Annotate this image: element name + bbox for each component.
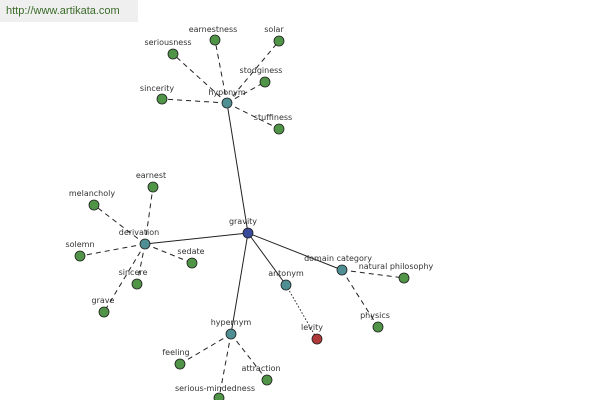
node-earnest-dot[interactable] [147, 181, 159, 193]
node-attraction-dot[interactable] [261, 374, 273, 386]
graph-edges [79, 39, 405, 399]
node-antonym[interactable]: antonym [268, 269, 304, 291]
node-natural-philosophy-label: natural philosophy [359, 262, 434, 271]
node-hypernym-dot[interactable] [225, 328, 237, 340]
node-solemn-label: solemn [65, 240, 94, 249]
node-grave-dot[interactable] [98, 306, 110, 318]
node-serious-mindedness[interactable]: serious-mindedness [175, 384, 255, 400]
node-physics-label: physics [360, 311, 390, 320]
node-serious-mindedness-label: serious-mindedness [175, 384, 255, 393]
edge-gravity-domain-category [247, 232, 343, 271]
edge-domain-category-natural-philosophy [341, 269, 405, 279]
graph-nodes: seriousness earnestness solar stodginess stu… [65, 25, 434, 400]
node-domain-category-dot[interactable] [336, 264, 348, 276]
edge-gravity-hypernym [230, 232, 249, 335]
node-sedate-dot[interactable] [186, 257, 198, 269]
edge-gravity-antonym [247, 232, 287, 286]
edge-hyponym-stodginess [226, 81, 266, 104]
node-earnestness-label: earnestness [189, 25, 238, 34]
node-derivation[interactable]: derivation [119, 228, 159, 250]
edge-derivation-earnest [144, 186, 154, 245]
node-levity-label: levity [301, 323, 323, 332]
node-attraction-label: attraction [241, 364, 280, 373]
node-gravity-label: gravity [229, 217, 257, 226]
node-solar-label: solar [264, 25, 284, 34]
node-physics-dot[interactable] [372, 321, 384, 333]
node-natural-philosophy-dot[interactable] [398, 272, 410, 284]
node-stuffiness[interactable]: stuffiness [254, 113, 292, 135]
node-earnest-label: earnest [136, 171, 166, 180]
edge-hypernym-serious-mindedness [218, 333, 232, 399]
node-gravity[interactable]: gravity [229, 217, 257, 239]
node-solar[interactable]: solar [264, 25, 285, 47]
edge-hyponym-sincerity [161, 98, 228, 104]
edge-hypernym-feeling [179, 333, 232, 365]
node-sedate-label: sedate [177, 247, 204, 256]
node-seriousness[interactable]: seriousness [144, 38, 192, 60]
node-hyponym-dot[interactable] [221, 97, 233, 109]
node-antonym-dot[interactable] [280, 279, 292, 291]
node-gravity-dot[interactable] [242, 227, 254, 239]
node-derivation-dot[interactable] [139, 238, 151, 250]
edge-hyponym-seriousness [172, 53, 228, 104]
node-sincerity[interactable]: sincerity [140, 84, 174, 105]
node-stodginess[interactable]: stodginess [240, 66, 283, 88]
node-stodginess-label: stodginess [240, 66, 283, 75]
node-sincerity-dot[interactable] [156, 93, 168, 105]
node-hyponym-label: hyponym [208, 88, 246, 97]
node-hypernym[interactable]: hypernym [211, 318, 252, 340]
node-melancholy[interactable]: melancholy [69, 189, 115, 211]
node-sincere[interactable]: sincere [119, 268, 148, 290]
node-stuffiness-label: stuffiness [254, 113, 292, 122]
node-antonym-label: antonym [268, 269, 304, 278]
source-url-banner[interactable]: http://www.artikata.com [0, 0, 138, 22]
node-seriousness-dot[interactable] [167, 48, 179, 60]
node-feeling-label: feeling [162, 348, 189, 357]
node-earnestness[interactable]: earnestness [189, 25, 238, 46]
node-domain-category[interactable]: domain category [304, 254, 372, 276]
node-feeling-dot[interactable] [174, 358, 186, 370]
node-melancholy-label: melancholy [69, 189, 115, 198]
node-solemn[interactable]: solemn [65, 240, 95, 262]
edge-gravity-hyponym [226, 102, 249, 234]
node-stuffiness-dot[interactable] [273, 123, 285, 135]
node-solar-dot[interactable] [273, 35, 285, 47]
edge-hyponym-stuffiness [226, 102, 280, 130]
edge-gravity-derivation [144, 232, 249, 245]
node-melancholy-dot[interactable] [88, 199, 100, 211]
node-grave[interactable]: grave [92, 296, 115, 318]
node-hypernym-label: hypernym [211, 318, 252, 327]
node-levity-dot[interactable] [311, 333, 323, 345]
node-natural-philosophy[interactable]: natural philosophy [359, 262, 434, 284]
node-earnest[interactable]: earnest [136, 171, 166, 193]
edge-hyponym-earnestness [214, 39, 228, 104]
edge-hyponym-solar [226, 40, 280, 104]
node-feeling[interactable]: feeling [162, 348, 190, 370]
node-levity[interactable]: levity [301, 323, 323, 345]
node-physics[interactable]: physics [360, 311, 390, 333]
node-sincerity-label: sincerity [140, 84, 174, 93]
node-hyponym[interactable]: hyponym [208, 88, 246, 109]
node-attraction[interactable]: attraction [241, 364, 281, 386]
edge-derivation-grave [103, 243, 146, 313]
node-sincere-label: sincere [119, 268, 148, 277]
node-sincere-dot[interactable] [131, 278, 143, 290]
node-domain-category-label: domain category [304, 254, 372, 263]
node-earnestness-dot[interactable] [209, 34, 221, 46]
node-seriousness-label: seriousness [144, 38, 191, 47]
node-sedate[interactable]: sedate [177, 247, 205, 269]
edge-domain-category-physics [341, 269, 379, 328]
edge-derivation-melancholy [93, 204, 146, 245]
node-derivation-label: derivation [119, 228, 159, 237]
edge-derivation-solemn [79, 243, 146, 257]
edge-derivation-sincere [136, 243, 146, 285]
node-serious-mindedness-dot[interactable] [213, 392, 225, 400]
node-stodginess-dot[interactable] [259, 76, 271, 88]
node-grave-label: grave [92, 296, 115, 305]
edge-hypernym-attraction [230, 333, 268, 381]
node-solemn-dot[interactable] [74, 250, 86, 262]
